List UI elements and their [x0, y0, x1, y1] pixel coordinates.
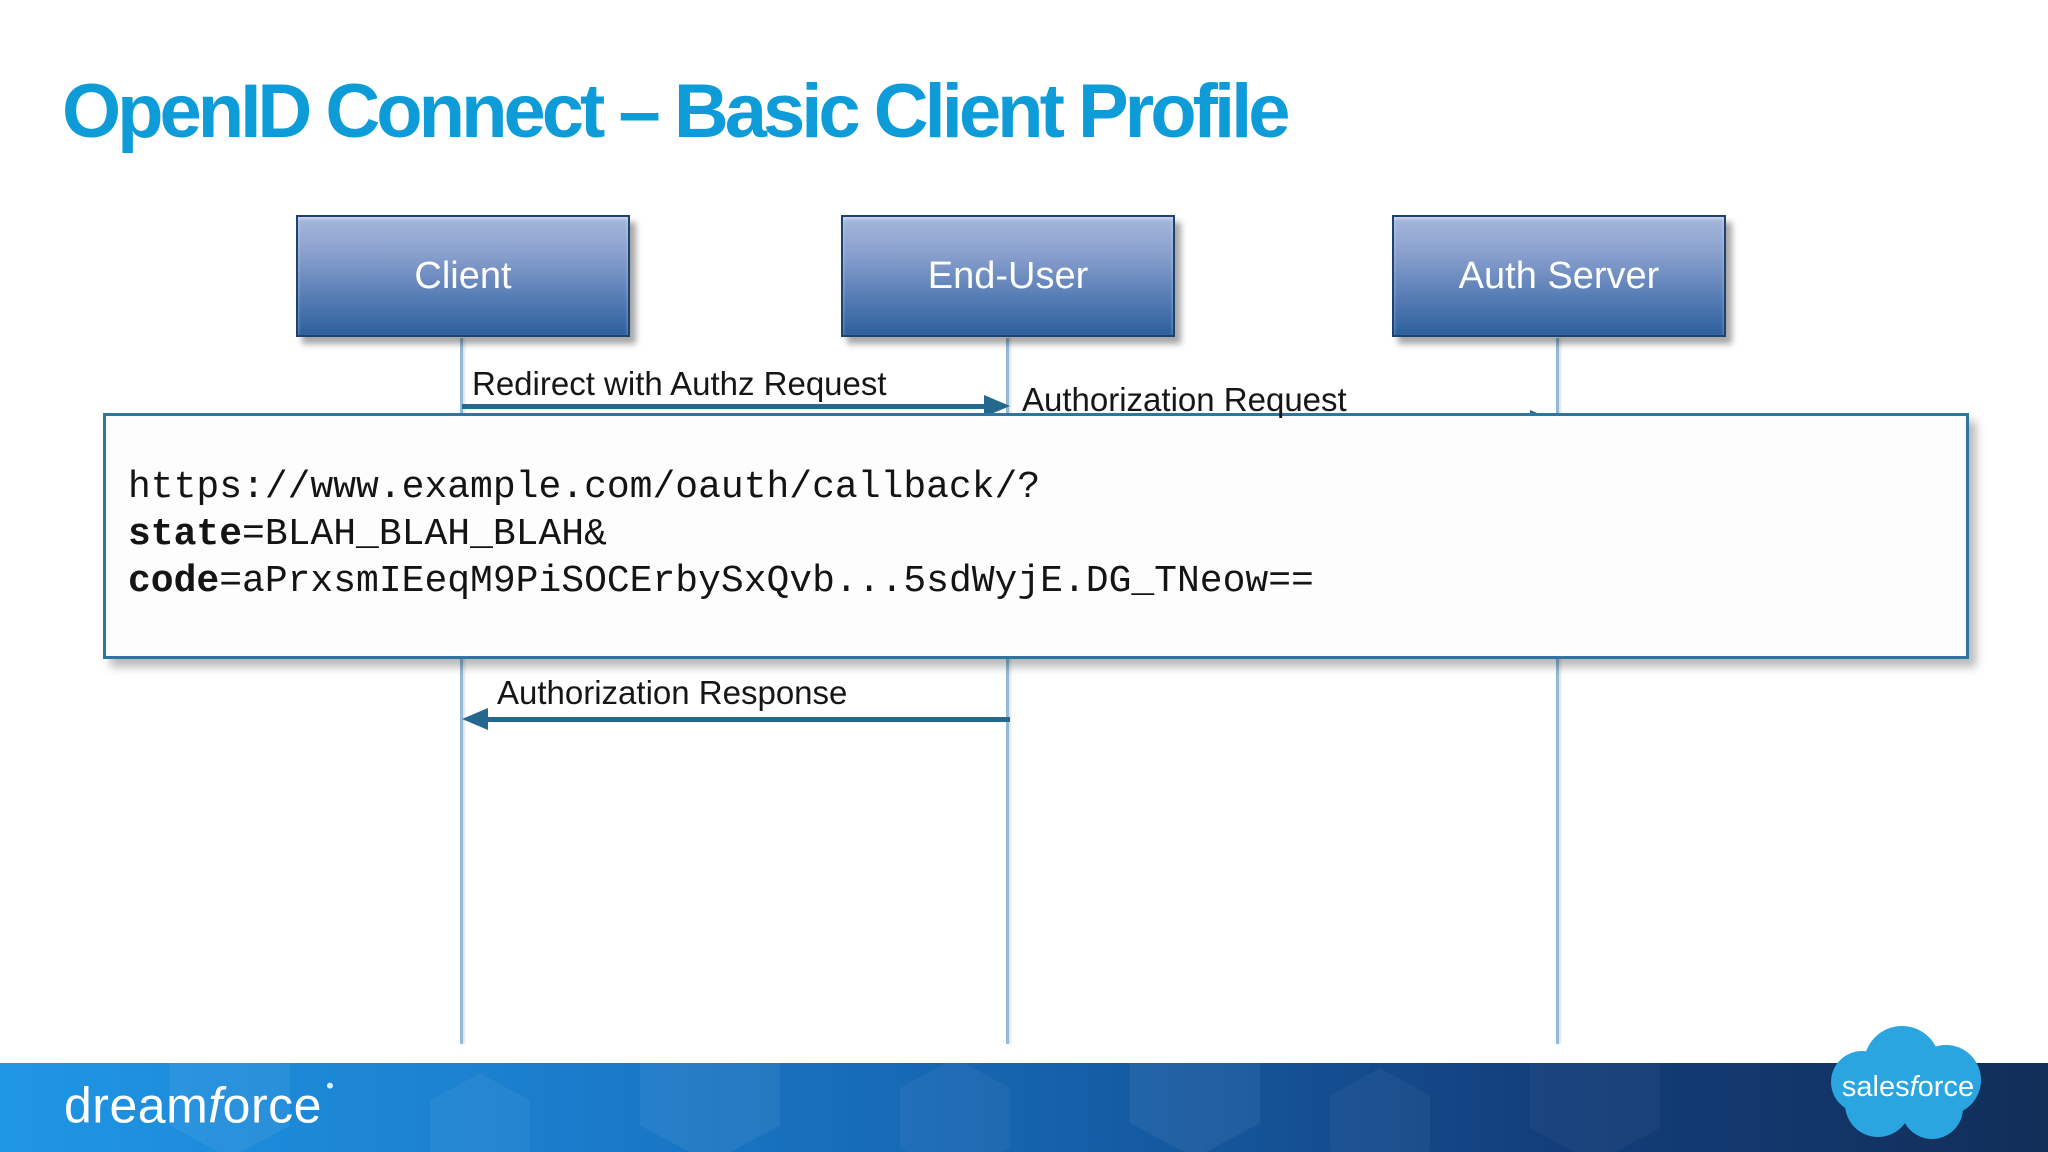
code-callout: https://www.example.com/oauth/callback/?… [103, 413, 1969, 659]
arrow-left-icon [462, 708, 488, 730]
actor-label-end-user: End-User [927, 254, 1089, 297]
dreamforce-logo-text: orce [222, 1077, 322, 1134]
slide-title: OpenID Connect – Basic Client Profile [62, 69, 1290, 154]
dreamforce-logo-text: f [208, 1077, 223, 1134]
message-label-authorization-response: Authorization Response [497, 674, 848, 711]
salesforce-logo: salesforce [1822, 1024, 1998, 1144]
message-label-authorization-request: Authorization Request [1022, 381, 1347, 418]
dreamforce-logo-text: dream [64, 1077, 209, 1134]
hexagon-pattern [640, 1063, 780, 1152]
arrow-authorization-response-shaft [486, 717, 1010, 722]
actor-label-auth-server: Auth Server [1458, 254, 1660, 297]
hexagon-pattern [1130, 1063, 1260, 1152]
hexagon-pattern [1330, 1068, 1430, 1152]
callout-keyword: state [128, 513, 243, 556]
callout-line-url: https://www.example.com/oauth/callback/? [128, 464, 1966, 511]
actor-box-client: Client [296, 215, 630, 337]
arrow-redirect-authz-shaft [462, 404, 986, 409]
callout-text: =aPrxsmIEeqM9PiSOCErbySxQvb...5sdWyjE.DG… [219, 560, 1314, 603]
salesforce-cloud-icon: salesforce [1831, 1026, 1981, 1139]
arrow-right-icon [984, 395, 1010, 417]
lifeline-auth-server [1556, 338, 1559, 1044]
actor-label-client: Client [414, 254, 512, 297]
trademark-dot [326, 1082, 333, 1089]
callout-text: https://www.example.com/oauth/callback/? [128, 466, 1041, 509]
message-label-redirect-authz: Redirect with Authz Request [472, 365, 887, 402]
hexagon-pattern [430, 1073, 530, 1152]
lifeline-client [460, 338, 463, 1044]
callout-keyword: code [128, 560, 220, 603]
hexagon-pattern [900, 1063, 1010, 1152]
actor-box-end-user: End-User [841, 215, 1175, 337]
callout-line-state: state=BLAH_BLAH_BLAH& [128, 511, 1966, 558]
lifeline-end-user [1006, 338, 1009, 1044]
dreamforce-logo: dreamforce [64, 1076, 333, 1134]
hexagon-pattern [1530, 1063, 1660, 1152]
footer-bar: dreamforce [0, 1063, 2048, 1152]
callout-text: =BLAH_BLAH_BLAH& [242, 513, 607, 556]
salesforce-logo-text: salesforce [1842, 1071, 1974, 1103]
actor-box-auth-server: Auth Server [1392, 215, 1726, 337]
callout-line-code: code=aPrxsmIEeqM9PiSOCErbySxQvb...5sdWyj… [128, 558, 1966, 605]
